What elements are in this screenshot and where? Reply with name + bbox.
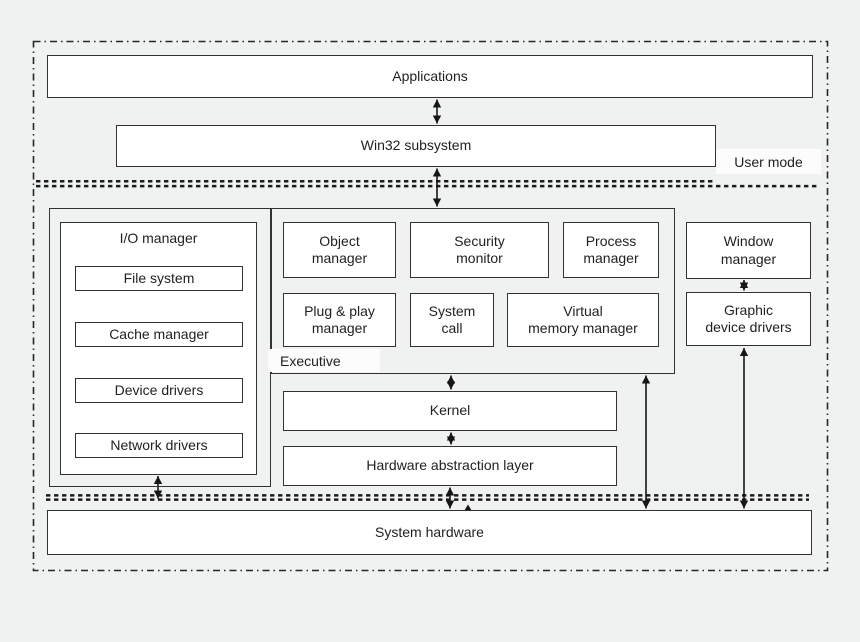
plug-and-play-manager-box: Plug & play manager bbox=[283, 293, 396, 347]
device-drivers-box: Device drivers bbox=[75, 378, 243, 403]
executive-frame bbox=[271, 208, 675, 374]
file-system-box: File system bbox=[75, 266, 243, 291]
cache-manager-box: Cache manager bbox=[75, 322, 243, 347]
object-manager-box: Object manager bbox=[283, 222, 396, 278]
kernel-box: Kernel bbox=[283, 391, 617, 431]
kernel-hardware-separator bbox=[46, 494, 809, 501]
virtual-memory-manager-box: Virtual memory manager bbox=[507, 293, 659, 347]
win32-subsystem-box: Win32 subsystem bbox=[116, 125, 716, 167]
kernel-mode-left-frame bbox=[49, 208, 271, 487]
process-manager-box: Process manager bbox=[563, 222, 659, 278]
system-hardware-box: System hardware bbox=[47, 510, 812, 555]
io-manager-box: I/O manager bbox=[60, 222, 257, 475]
graphic-device-drivers-box: Graphic device drivers bbox=[686, 292, 811, 346]
user-kernel-mode-separator bbox=[36, 180, 820, 188]
user-mode-label: User mode bbox=[716, 149, 821, 174]
io-manager-title: I/O manager bbox=[119, 230, 198, 246]
security-monitor-box: Security monitor bbox=[410, 222, 549, 278]
hardware-abstraction-layer-box: Hardware abstraction layer bbox=[283, 446, 617, 486]
executive-label: Executive bbox=[268, 349, 380, 372]
applications-box: Applications bbox=[47, 55, 813, 98]
network-drivers-box: Network drivers bbox=[75, 433, 243, 458]
outer-dash-dot-border bbox=[32, 40, 829, 572]
system-call-box: System call bbox=[410, 293, 494, 347]
window-manager-box: Window manager bbox=[686, 222, 811, 279]
